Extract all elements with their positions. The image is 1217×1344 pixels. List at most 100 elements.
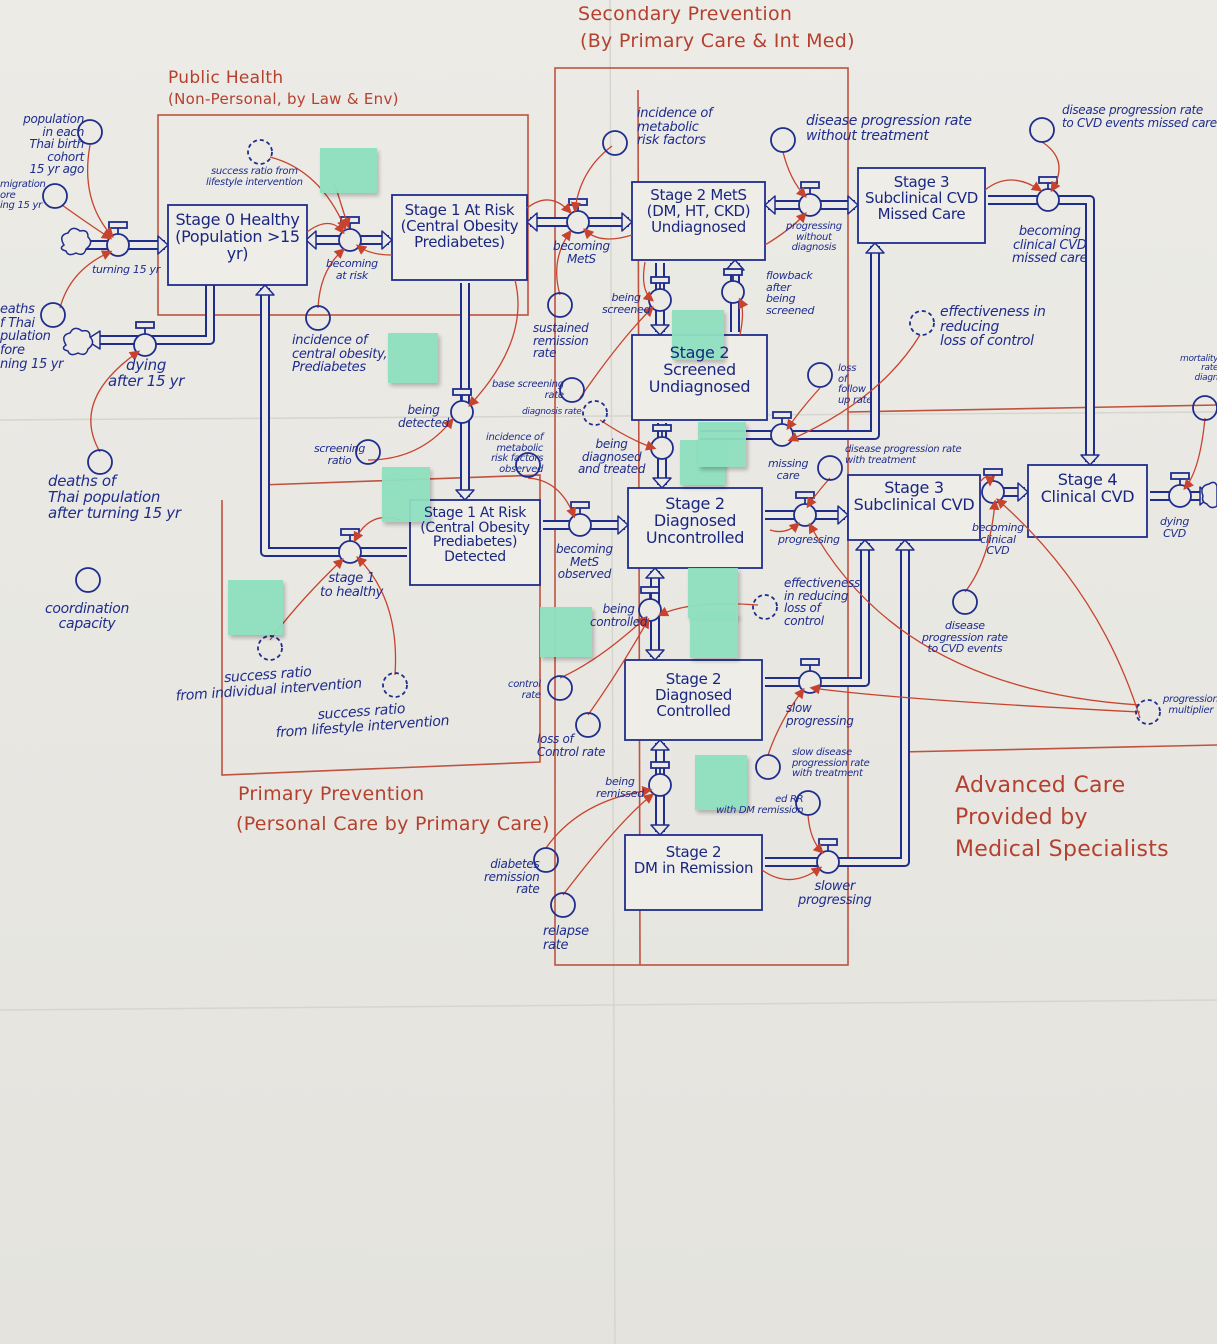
sticky-note — [382, 467, 430, 522]
valve-icon — [1168, 472, 1192, 508]
primary-prevention-subtitle: (Personal Care by Primary Care) — [236, 813, 550, 835]
aux-progression-rate-cvd-missed-care: disease progression rate to CVD events m… — [1062, 103, 1217, 130]
secondary-prevention-subtitle: (By Primary Care & Int Med) — [580, 30, 855, 52]
flow-being-detected: being detected — [398, 403, 449, 430]
valve-icon — [568, 501, 592, 537]
shadow-variable-icon — [752, 594, 778, 620]
shadow-variable-icon — [247, 139, 273, 165]
auxiliary-variable-icon — [807, 362, 833, 388]
shadow-variable-icon — [1135, 699, 1161, 725]
advanced-care-title: Advanced Care Provided by Medical Specia… — [955, 773, 1169, 862]
cloud-icons — [60, 227, 1217, 509]
sink-cloud-icon-cvd — [1201, 481, 1217, 509]
valve-icon — [566, 198, 590, 234]
shadow-variable-icon — [909, 310, 935, 336]
aux-incidence-metabolic-risk: incidence of metabolic risk factors — [637, 106, 713, 149]
auxiliary-variable-icon — [77, 119, 103, 145]
aux-diabetes-remission-rate: diabetes remission rate — [484, 857, 540, 897]
shadow-variable-icon — [257, 635, 283, 661]
stock-stage3-subclinical-cvd: Stage 3 Subclinical CVD — [853, 478, 975, 514]
secondary-prevention-title: Secondary Prevention — [578, 3, 793, 25]
aux-slow-progression-rate-with-treatment: slow disease progression rate with treat… — [792, 747, 870, 779]
sticky-note — [698, 422, 746, 467]
auxiliary-variable-icon — [795, 790, 821, 816]
aux-relapse-rate: relapse rate — [543, 924, 589, 953]
valve-icon — [793, 491, 817, 527]
stock-boxes — [167, 167, 1148, 911]
aux-population-birth-cohort: population in each Thai birth cohort 15 … — [23, 112, 84, 177]
aux-loss-followup-rate: loss of follow up rate — [838, 363, 873, 406]
auxiliary-variable-icon — [305, 305, 331, 331]
valve-icon — [981, 468, 1005, 504]
stock-stage1-at-risk: Stage 1 At Risk (Central Obesity Prediab… — [400, 201, 519, 251]
aux-effectiveness-loss-of-control: effectiveness in reducing loss of contro… — [940, 304, 1046, 350]
valve-icon — [106, 221, 130, 257]
aux-immigration-before-15yr: migration ore ing 15 yr — [0, 179, 46, 211]
flow-valves — [106, 176, 1192, 874]
aux-deaths-after-15yr: deaths of Thai population after turning … — [48, 472, 181, 522]
auxiliary-variable-icon — [547, 675, 573, 701]
auxiliary-variable-icon — [75, 567, 101, 593]
aux-diagnosis-rate: diagnosis rate — [522, 407, 582, 417]
stock-stage2-dm-remission: Stage 2 DM in Remission — [633, 843, 754, 877]
aux-control-rate: control rate — [508, 679, 541, 701]
flow-stage1-to-healthy: stage 1 to healthy — [320, 571, 384, 600]
sticky-note — [228, 580, 283, 635]
aux-progression-rate-without-treatment: disease progression rate without treatme… — [806, 113, 972, 144]
sticky-note — [320, 148, 377, 193]
aux-incidence-metabolic-observed: incidence of metabolic risk factors obse… — [486, 432, 544, 475]
auxiliary-variable-icon — [952, 589, 978, 615]
valve-icon — [338, 528, 362, 564]
auxiliary-variable-icon — [87, 449, 113, 475]
flow-becoming-at-risk: becoming at risk — [326, 257, 378, 282]
public-health-title: Public Health — [168, 68, 284, 88]
stock-stage2-controlled: Stage 2 Diagnosed Controlled — [655, 670, 732, 720]
flow-being-screened: being screened — [602, 291, 651, 316]
flow-slower-progressing: slower progressing — [798, 879, 872, 908]
auxiliary-variable-icon — [602, 130, 628, 156]
auxiliary-variable-icon — [817, 455, 843, 481]
aux-loss-of-control-rate: loss of Control rate — [537, 732, 606, 759]
sticky-note — [672, 310, 724, 360]
flow-turning-15yr: turning 15 yr — [92, 263, 160, 276]
aux-mortality-rate: mortality rate diagn — [1180, 354, 1217, 383]
auxiliary-variable-icon — [42, 183, 68, 209]
public-health-subtitle: (Non-Personal, by Law & Env) — [168, 90, 399, 108]
sink-cloud-icon — [62, 327, 94, 356]
pipe-arrowheads — [85, 195, 1211, 836]
auxiliary-variable-icon — [1029, 117, 1055, 143]
auxiliary-variable-icon — [770, 127, 796, 153]
aux-success-ratio-lifestyle-ph: success ratio from lifestyle interventio… — [206, 166, 303, 188]
aux-rr-with-dm-remission: ed RR with DM remission — [716, 794, 804, 816]
flow-becoming-mets-observed: becoming MetS observed — [556, 542, 613, 582]
flow-dying-after-15yr: dying after 15 yr — [108, 356, 185, 390]
flow-being-diagnosed-treated: being diagnosed and treated — [578, 437, 646, 477]
valve-icon — [648, 276, 672, 312]
flow-missing-care: missing care — [768, 457, 809, 482]
stock-stage2-mets-undiagnosed: Stage 2 MetS (DM, HT, CKD) Undiagnosed — [646, 186, 751, 236]
stock-stage2-screened-undiagnosed: Stage 2 Screened Undiagnosed — [648, 343, 751, 396]
valve-icon — [650, 424, 674, 460]
auxiliary-variable-icon — [547, 292, 573, 318]
sticky-note — [540, 607, 592, 657]
valve-icon — [1036, 176, 1060, 212]
flow-flowback-after-screened: flowback after being screened — [766, 269, 815, 317]
stock-stage2-uncontrolled: Stage 2 Diagnosed Uncontrolled — [645, 494, 745, 547]
stock-stage3-missed-care: Stage 3 Subclinical CVD Missed Care — [865, 173, 978, 223]
auxiliary-variable-icon — [575, 712, 601, 738]
auxiliary-variable-icon — [355, 439, 381, 465]
auxiliary-variable-icon — [755, 754, 781, 780]
flow-slow-progressing: slow progressing — [786, 701, 854, 728]
aux-progression-multiplier: progression multiplier — [1163, 694, 1217, 716]
valve-icon — [798, 658, 822, 694]
auxiliary-variable-icon — [1192, 395, 1217, 421]
shadow-variable-icon — [582, 400, 608, 426]
public-health-region — [157, 114, 529, 316]
stock-stage1-detected: Stage 1 At Risk (Central Obesity Prediab… — [420, 505, 530, 566]
primary-prevention-title: Primary Prevention — [238, 783, 425, 805]
valve-icon — [721, 268, 745, 304]
valve-icon — [798, 181, 822, 217]
valve-icon — [648, 761, 672, 797]
valve-icon — [133, 321, 157, 357]
